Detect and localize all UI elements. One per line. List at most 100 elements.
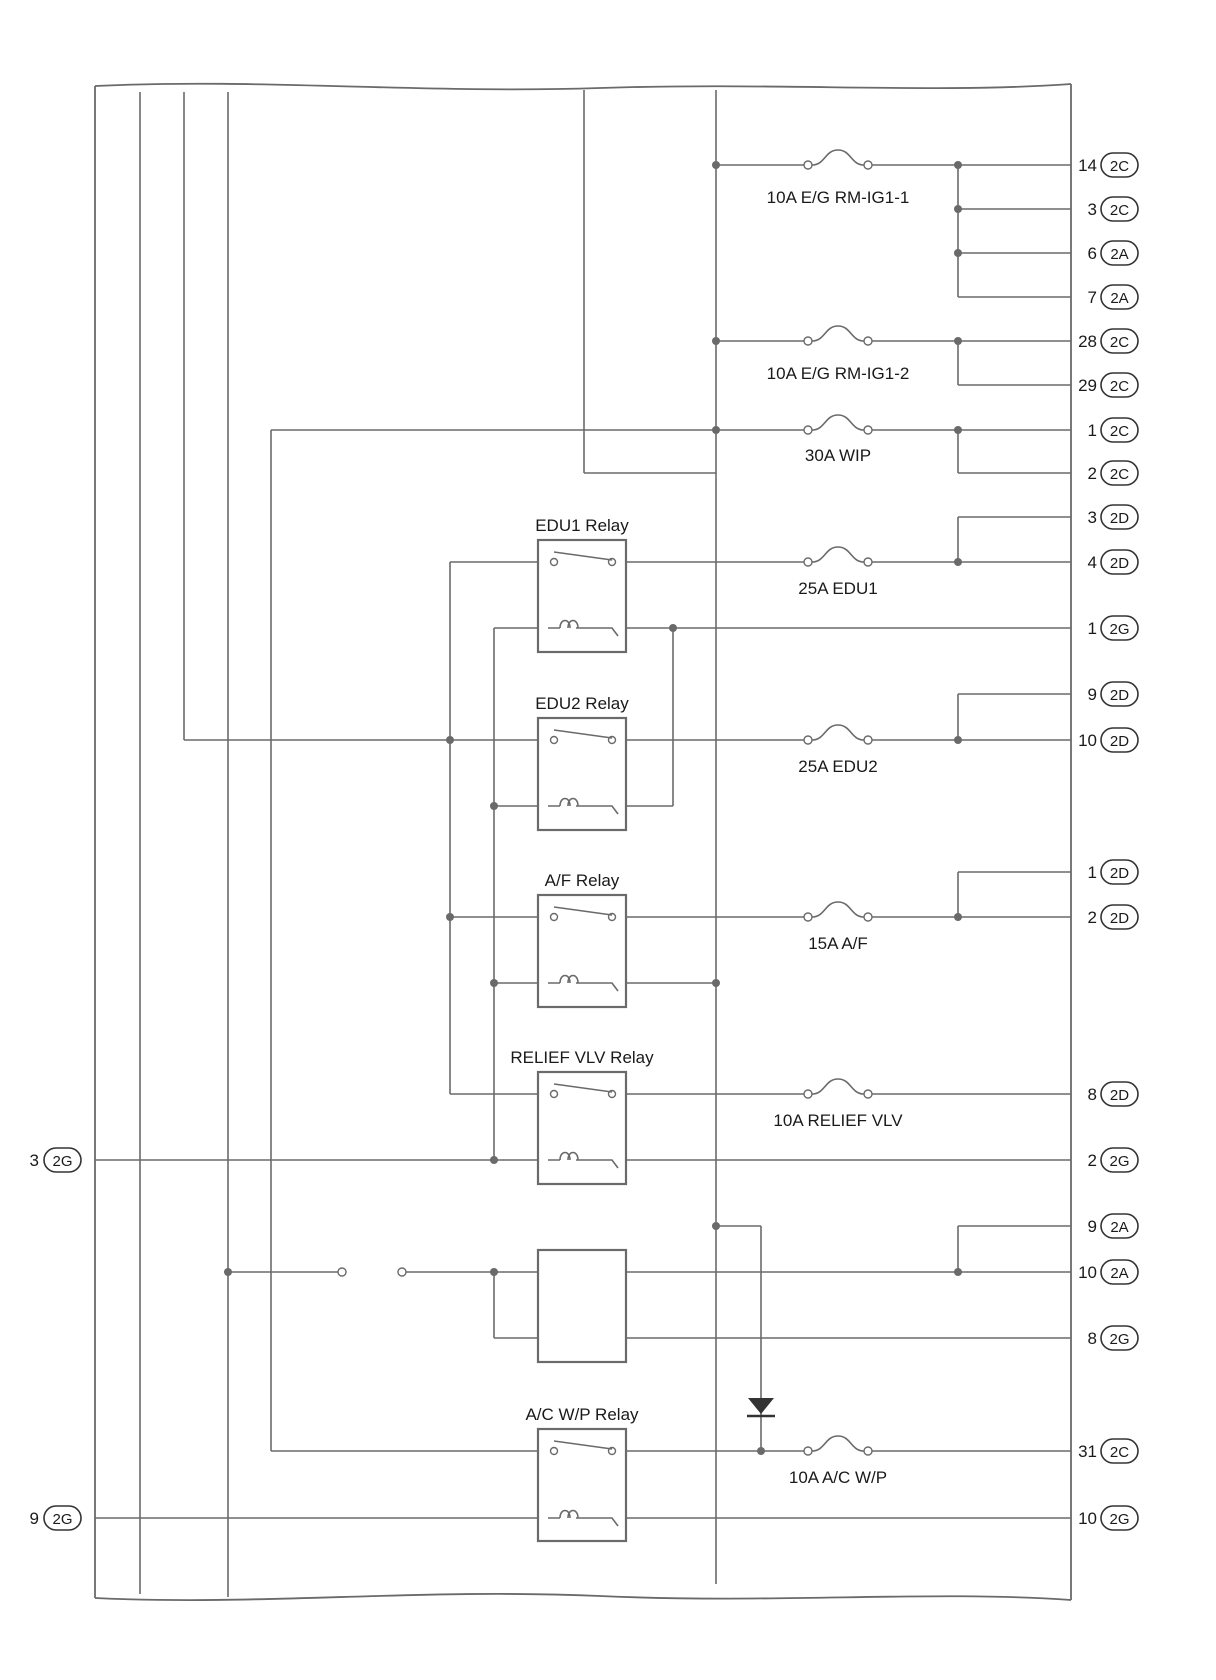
fuse-wip xyxy=(803,414,873,435)
terminal-pin: 10 xyxy=(1078,1263,1097,1282)
terminal-2-2d: 2 2D xyxy=(1088,904,1139,930)
terminal-pin: 3 xyxy=(30,1151,39,1170)
connector-id: 2A xyxy=(1110,1219,1128,1236)
connector-id: 2C xyxy=(1110,423,1129,440)
relay-relief-vlv xyxy=(536,1070,628,1186)
terminal-8-2g: 8 2G xyxy=(1088,1325,1139,1351)
connector-id: 2C xyxy=(1110,466,1129,483)
terminal-pin: 9 xyxy=(1088,685,1097,704)
terminal-9-2a: 9 2A xyxy=(1088,1213,1139,1239)
relay-ac-wp xyxy=(536,1427,628,1543)
terminal-4-2d: 4 2D xyxy=(1088,549,1139,575)
connector-id: 2G xyxy=(1109,1331,1129,1348)
terminals-right: 14 2C 3 2C 6 2A 7 2A 28 2C 29 2C xyxy=(1078,152,1139,1531)
relay-labels: EDU1 Relay EDU2 Relay A/F Relay RELIEF V… xyxy=(510,516,654,1424)
connector-id: 2D xyxy=(1110,1087,1129,1104)
terminal-pin: 10 xyxy=(1078,1509,1097,1528)
connector-id: 2G xyxy=(1109,1153,1129,1170)
connector-id: 2G xyxy=(1109,1511,1129,1528)
unlabeled-module-box xyxy=(536,1248,628,1364)
fuse-label-ac-wp: 10A A/C W/P xyxy=(789,1468,887,1487)
relay-label-edu2: EDU2 Relay xyxy=(535,694,629,713)
terminal-pin: 1 xyxy=(1088,619,1097,638)
fuse-label-wip: 30A WIP xyxy=(805,446,871,465)
terminal-2-2c: 2 2C xyxy=(1088,460,1139,486)
relay-label-ac-wp: A/C W/P Relay xyxy=(525,1405,639,1424)
connector-id: 2D xyxy=(1110,865,1129,882)
fuse-rm-ig1-2 xyxy=(803,325,873,346)
connector-id: 2D xyxy=(1110,733,1129,750)
terminal-28-2c: 28 2C xyxy=(1078,328,1139,354)
terminal-pin: 29 xyxy=(1078,376,1097,395)
fuse-label-edu2: 25A EDU2 xyxy=(798,757,877,776)
fuse-label-af: 15A A/F xyxy=(808,934,868,953)
connector-id: 2D xyxy=(1110,687,1129,704)
misc-symbols xyxy=(337,1267,775,1418)
connector-id: 2D xyxy=(1110,555,1129,572)
connector-id: 2C xyxy=(1110,378,1129,395)
connector-id: 2G xyxy=(52,1511,72,1528)
open-contact-right xyxy=(397,1267,407,1277)
fuse-symbols xyxy=(803,149,873,1456)
terminal-2-2g: 2 2G xyxy=(1088,1147,1139,1173)
connector-id: 2C xyxy=(1110,158,1129,175)
terminal-31-2c: 31 2C xyxy=(1078,1438,1139,1464)
fuse-label-edu1: 25A EDU1 xyxy=(798,579,877,598)
open-contact-left xyxy=(337,1267,347,1277)
terminal-pin: 1 xyxy=(1088,421,1097,440)
terminal-pin: 1 xyxy=(1088,863,1097,882)
relay-label-af: A/F Relay xyxy=(545,871,620,890)
fuse-ac-wp xyxy=(803,1435,873,1456)
relay-label-edu1: EDU1 Relay xyxy=(535,516,629,535)
terminal-10-2g: 10 2G xyxy=(1078,1505,1139,1531)
fuse-rm-ig1-1 xyxy=(803,149,873,170)
terminal-pin: 28 xyxy=(1078,332,1097,351)
terminal-pin: 7 xyxy=(1088,288,1097,307)
terminal-pin: 6 xyxy=(1088,244,1097,263)
connector-id: 2A xyxy=(1110,290,1128,307)
fuse-label-relief-vlv: 10A RELIEF VLV xyxy=(773,1111,903,1130)
terminals-left: 3 2G 9 2G xyxy=(30,1147,82,1531)
terminal-left-9-2g: 9 2G xyxy=(30,1505,82,1531)
terminal-10-2d: 10 2D xyxy=(1078,727,1139,753)
terminal-14-2c: 14 2C xyxy=(1078,152,1139,178)
connector-id: 2G xyxy=(1109,621,1129,638)
fuse-edu1 xyxy=(803,546,873,567)
relay-af xyxy=(536,893,628,1009)
terminal-pin: 2 xyxy=(1088,464,1097,483)
terminal-pin: 9 xyxy=(1088,1217,1097,1236)
fuse-labels: 10A E/G RM-IG1-1 10A E/G RM-IG1-2 30A WI… xyxy=(767,188,910,1487)
terminal-pin: 4 xyxy=(1088,553,1097,572)
terminal-pin: 3 xyxy=(1088,508,1097,527)
connector-id: 2C xyxy=(1110,1444,1129,1461)
connector-id: 2A xyxy=(1110,1265,1128,1282)
terminal-7-2a: 7 2A xyxy=(1088,284,1139,310)
terminal-pin: 3 xyxy=(1088,200,1097,219)
terminal-3-2c: 3 2C xyxy=(1088,196,1139,222)
terminal-pin: 2 xyxy=(1088,1151,1097,1170)
diode-icon xyxy=(747,1398,775,1418)
fuse-relief-vlv xyxy=(803,1078,873,1099)
terminal-left-3-2g: 3 2G xyxy=(30,1147,82,1173)
terminal-pin: 8 xyxy=(1088,1329,1097,1348)
terminal-pin: 2 xyxy=(1088,908,1097,927)
junction-block-outline xyxy=(94,82,1072,1601)
terminal-pin: 14 xyxy=(1078,156,1097,175)
connector-id: 2D xyxy=(1110,910,1129,927)
relay-label-relief-vlv: RELIEF VLV Relay xyxy=(510,1048,654,1067)
terminal-8-2d: 8 2D xyxy=(1088,1081,1139,1107)
terminal-9-2d: 9 2D xyxy=(1088,681,1139,707)
terminal-1-2g: 1 2G xyxy=(1088,615,1139,641)
connector-id: 2C xyxy=(1110,202,1129,219)
relay-edu1 xyxy=(536,538,628,654)
terminal-3-2d: 3 2D xyxy=(1088,504,1139,530)
connector-id: 2C xyxy=(1110,334,1129,351)
connector-id: 2D xyxy=(1110,510,1129,527)
connector-id: 2G xyxy=(52,1153,72,1170)
fuse-label-rm-ig1-2: 10A E/G RM-IG1-2 xyxy=(767,364,910,383)
terminal-pin: 9 xyxy=(30,1509,39,1528)
junction-dots xyxy=(224,161,962,1455)
connector-id: 2A xyxy=(1110,246,1128,263)
terminal-pin: 10 xyxy=(1078,731,1097,750)
